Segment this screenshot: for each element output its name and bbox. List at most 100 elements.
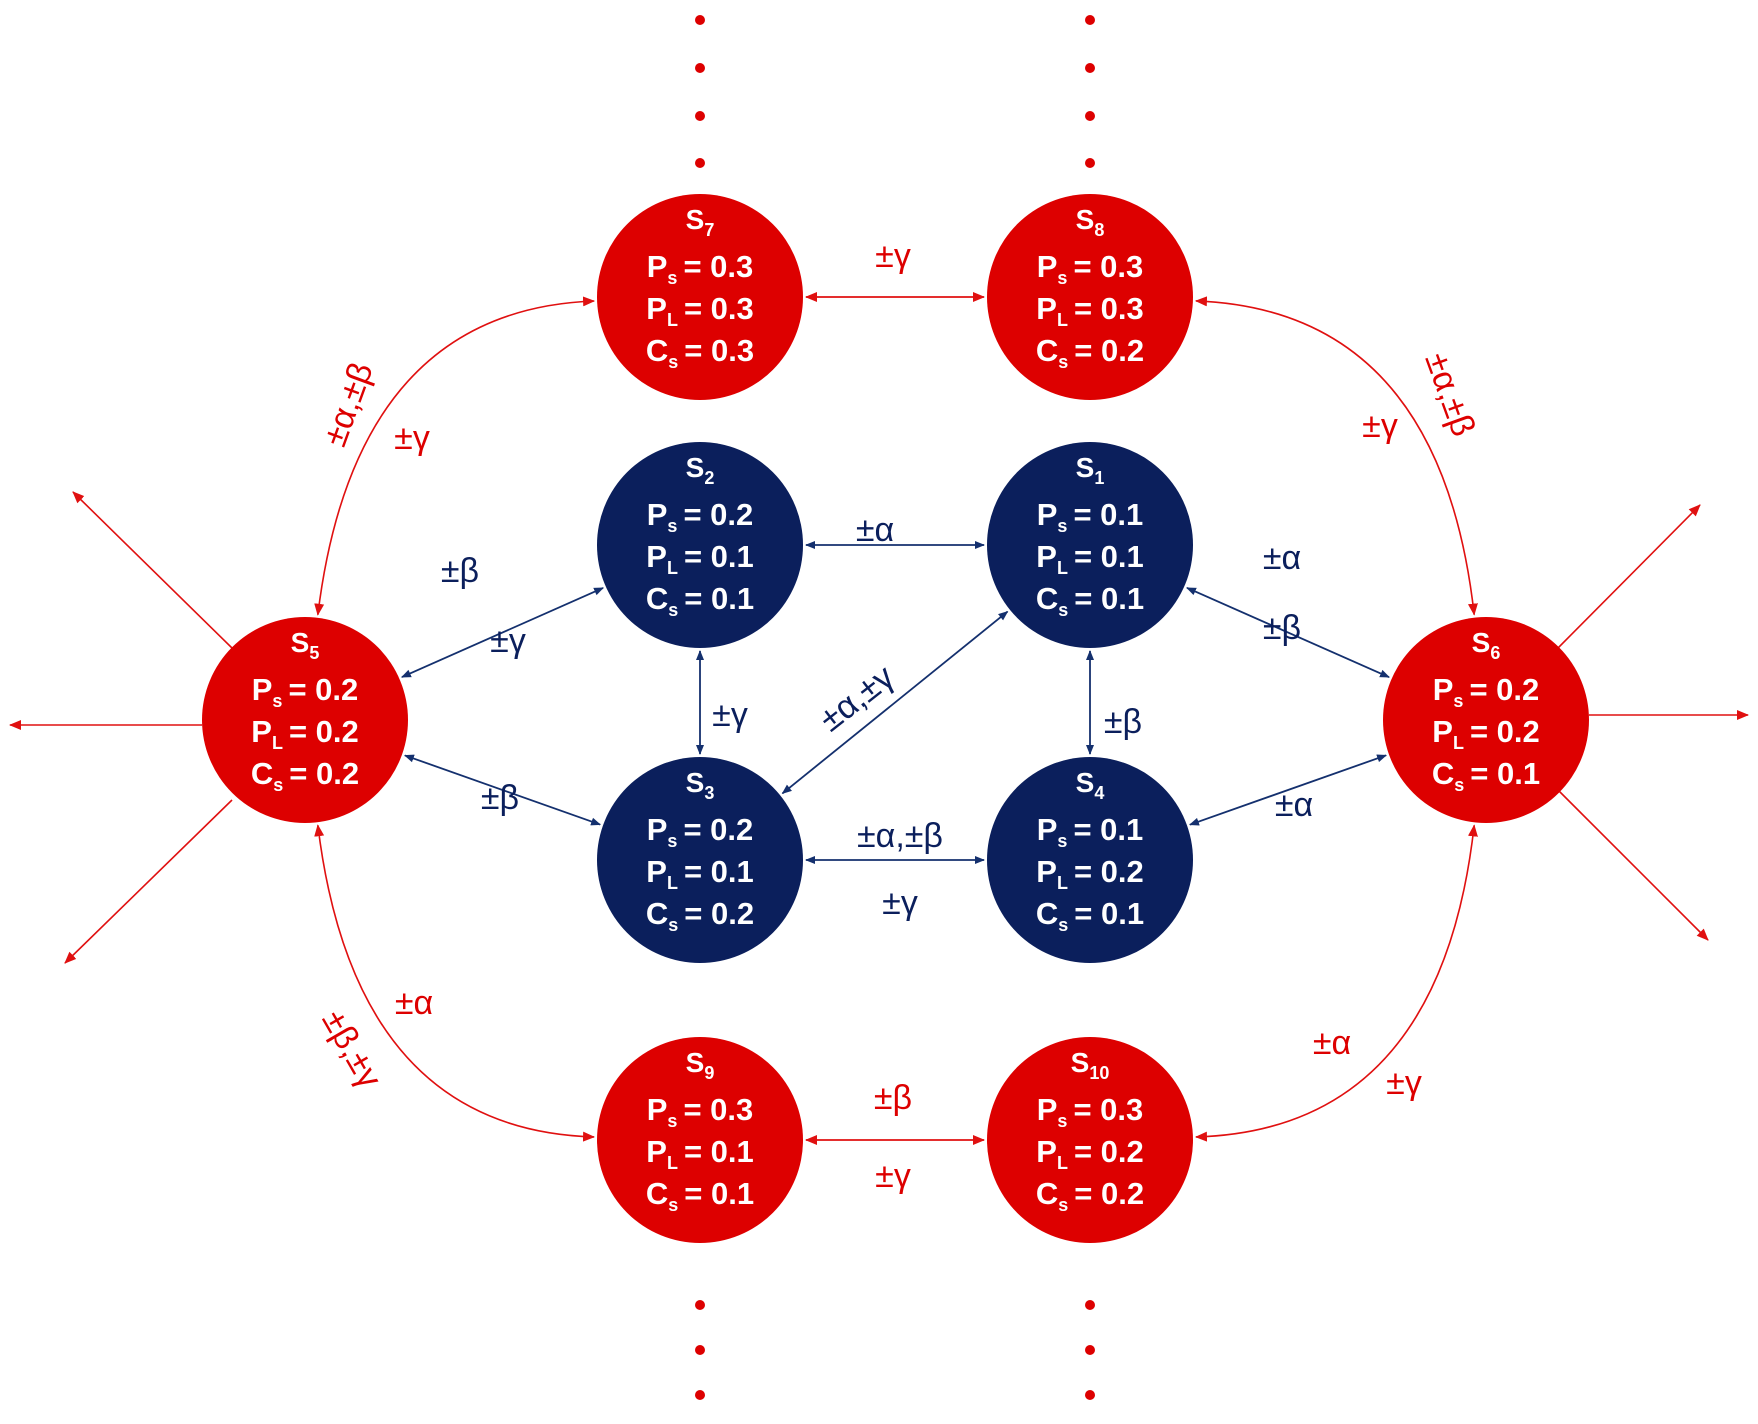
- node-row-cs: Cs= 0.1: [1036, 896, 1144, 935]
- edge-s4-s6: [1188, 754, 1388, 826]
- edge-label-s2-s3: ±γ: [712, 696, 748, 734]
- node-row-pl: PL= 0.1: [646, 854, 754, 893]
- edges: [314, 292, 1478, 1145]
- node-row-pl: PL= 0.1: [1036, 539, 1144, 578]
- node-title: S8: [1076, 204, 1105, 240]
- out-arrow-s5-down-left: [64, 799, 233, 964]
- edge-label-s10-s6: ±γ: [1386, 1064, 1422, 1102]
- node-row-cs: Cs= 0.2: [1036, 333, 1144, 372]
- edge-label-s3-s1: ±α,±γ: [812, 658, 901, 739]
- outgoing-arrows: [9, 491, 1749, 964]
- node-row-cs: Cs= 0.1: [646, 1176, 754, 1215]
- out-arrow-s5-up-left: [72, 491, 233, 649]
- dots-top-s7: [695, 15, 705, 168]
- node-row-ps: Ps= 0.2: [252, 672, 359, 711]
- node-title: S5: [291, 627, 320, 663]
- edge-label-s1-s4: ±β: [1104, 703, 1142, 741]
- node-title: S10: [1071, 1047, 1110, 1083]
- edge-labels: ±α±α±β±β±α,±γ±γ±β±γ±β±α,±β±γ±α±γ±β±γ±α,±…: [314, 237, 1482, 1195]
- node-title: S3: [686, 767, 715, 803]
- edge-s3-s1: [781, 610, 1009, 795]
- node-row-pl: PL= 0.1: [646, 539, 754, 578]
- continuation-dot: [1085, 1300, 1095, 1310]
- continuation-dot: [695, 111, 705, 121]
- node-circle: [202, 617, 408, 823]
- continuation-dot: [1085, 63, 1095, 73]
- out-arrow-s6-down-right: [1557, 789, 1709, 941]
- edge-label-s7-s8: ±γ: [875, 237, 911, 275]
- node-row-ps: Ps= 0.3: [647, 1092, 754, 1131]
- continuation-dot: [695, 1300, 705, 1310]
- node-circle: [597, 442, 803, 648]
- continuation-dots: [695, 15, 1095, 1400]
- node-circle: [987, 442, 1193, 648]
- edge-label-s8-s6: ±α,±β: [1417, 347, 1482, 441]
- edge-label-s4-s6: ±α: [1275, 786, 1313, 824]
- node-title: S9: [686, 1047, 715, 1083]
- edge-label-s1-s6: ±β: [1263, 609, 1301, 647]
- node-row-cs: Cs= 0.2: [1036, 1176, 1144, 1215]
- node-title: S7: [686, 204, 715, 240]
- continuation-dot: [1085, 1345, 1095, 1355]
- edge-s5-s9: [314, 824, 596, 1142]
- out-arrow-s6-up-right: [1557, 504, 1701, 649]
- node-row-cs: Cs= 0.3: [646, 333, 754, 372]
- node-circle: [1383, 617, 1589, 823]
- edge-label-s1-s6: ±α: [1263, 539, 1301, 577]
- node-row-pl: PL= 0.1: [646, 1134, 754, 1173]
- edge-s5-s7: [314, 296, 596, 616]
- edge-s8-s6: [1194, 296, 1478, 616]
- node-row-ps: Ps= 0.2: [647, 497, 754, 536]
- edge-label-s5-s7: ±γ: [394, 419, 430, 457]
- edge-label-s9-s10: ±γ: [875, 1157, 911, 1195]
- node-row-cs: Cs= 0.2: [251, 756, 359, 795]
- node-title: S1: [1076, 452, 1105, 488]
- edge-label-s5-s7: ±α,±β: [316, 357, 381, 451]
- edge-s5-s3: [403, 754, 602, 826]
- continuation-dot: [1085, 158, 1095, 168]
- node-row-pl: PL= 0.2: [1036, 1134, 1144, 1173]
- node-row-ps: Ps= 0.2: [647, 812, 754, 851]
- node-row-ps: Ps= 0.3: [1037, 1092, 1144, 1131]
- node-row-cs: Cs= 0.1: [646, 581, 754, 620]
- node-row-cs: Cs= 0.1: [1036, 581, 1144, 620]
- node-row-cs: Cs= 0.2: [646, 896, 754, 935]
- dots-top-s8: [1085, 15, 1095, 168]
- continuation-dot: [1085, 1390, 1095, 1400]
- node-circle: [987, 1037, 1193, 1243]
- node-circle: [987, 757, 1193, 963]
- continuation-dot: [695, 1345, 705, 1355]
- edge-label-s5-s2: ±β: [441, 552, 479, 590]
- edge-label-s5-s3: ±β: [481, 779, 519, 817]
- node-row-pl: PL= 0.2: [251, 714, 359, 753]
- node-title: S6: [1472, 627, 1501, 663]
- edge-label-s5-s2: ±γ: [490, 622, 526, 660]
- edge-label-s5-s9: ±α: [395, 984, 433, 1022]
- node-circle: [987, 194, 1193, 400]
- node-row-pl: PL= 0.2: [1036, 854, 1144, 893]
- node-row-pl: PL= 0.2: [1432, 714, 1540, 753]
- continuation-dot: [695, 158, 705, 168]
- continuation-dot: [695, 15, 705, 25]
- continuation-dot: [695, 1390, 705, 1400]
- node-row-ps: Ps= 0.3: [647, 249, 754, 288]
- node-circle: [597, 1037, 803, 1243]
- edge-label-s10-s6: ±α: [1313, 1024, 1351, 1062]
- continuation-dot: [1085, 111, 1095, 121]
- dots-bottom-s10: [1085, 1300, 1095, 1400]
- continuation-dot: [695, 63, 705, 73]
- node-title: S4: [1076, 767, 1105, 803]
- node-title: S2: [686, 452, 715, 488]
- edge-label-s8-s6: ±γ: [1362, 407, 1398, 445]
- node-row-pl: PL= 0.3: [1036, 291, 1144, 330]
- node-row-ps: Ps= 0.1: [1037, 812, 1144, 851]
